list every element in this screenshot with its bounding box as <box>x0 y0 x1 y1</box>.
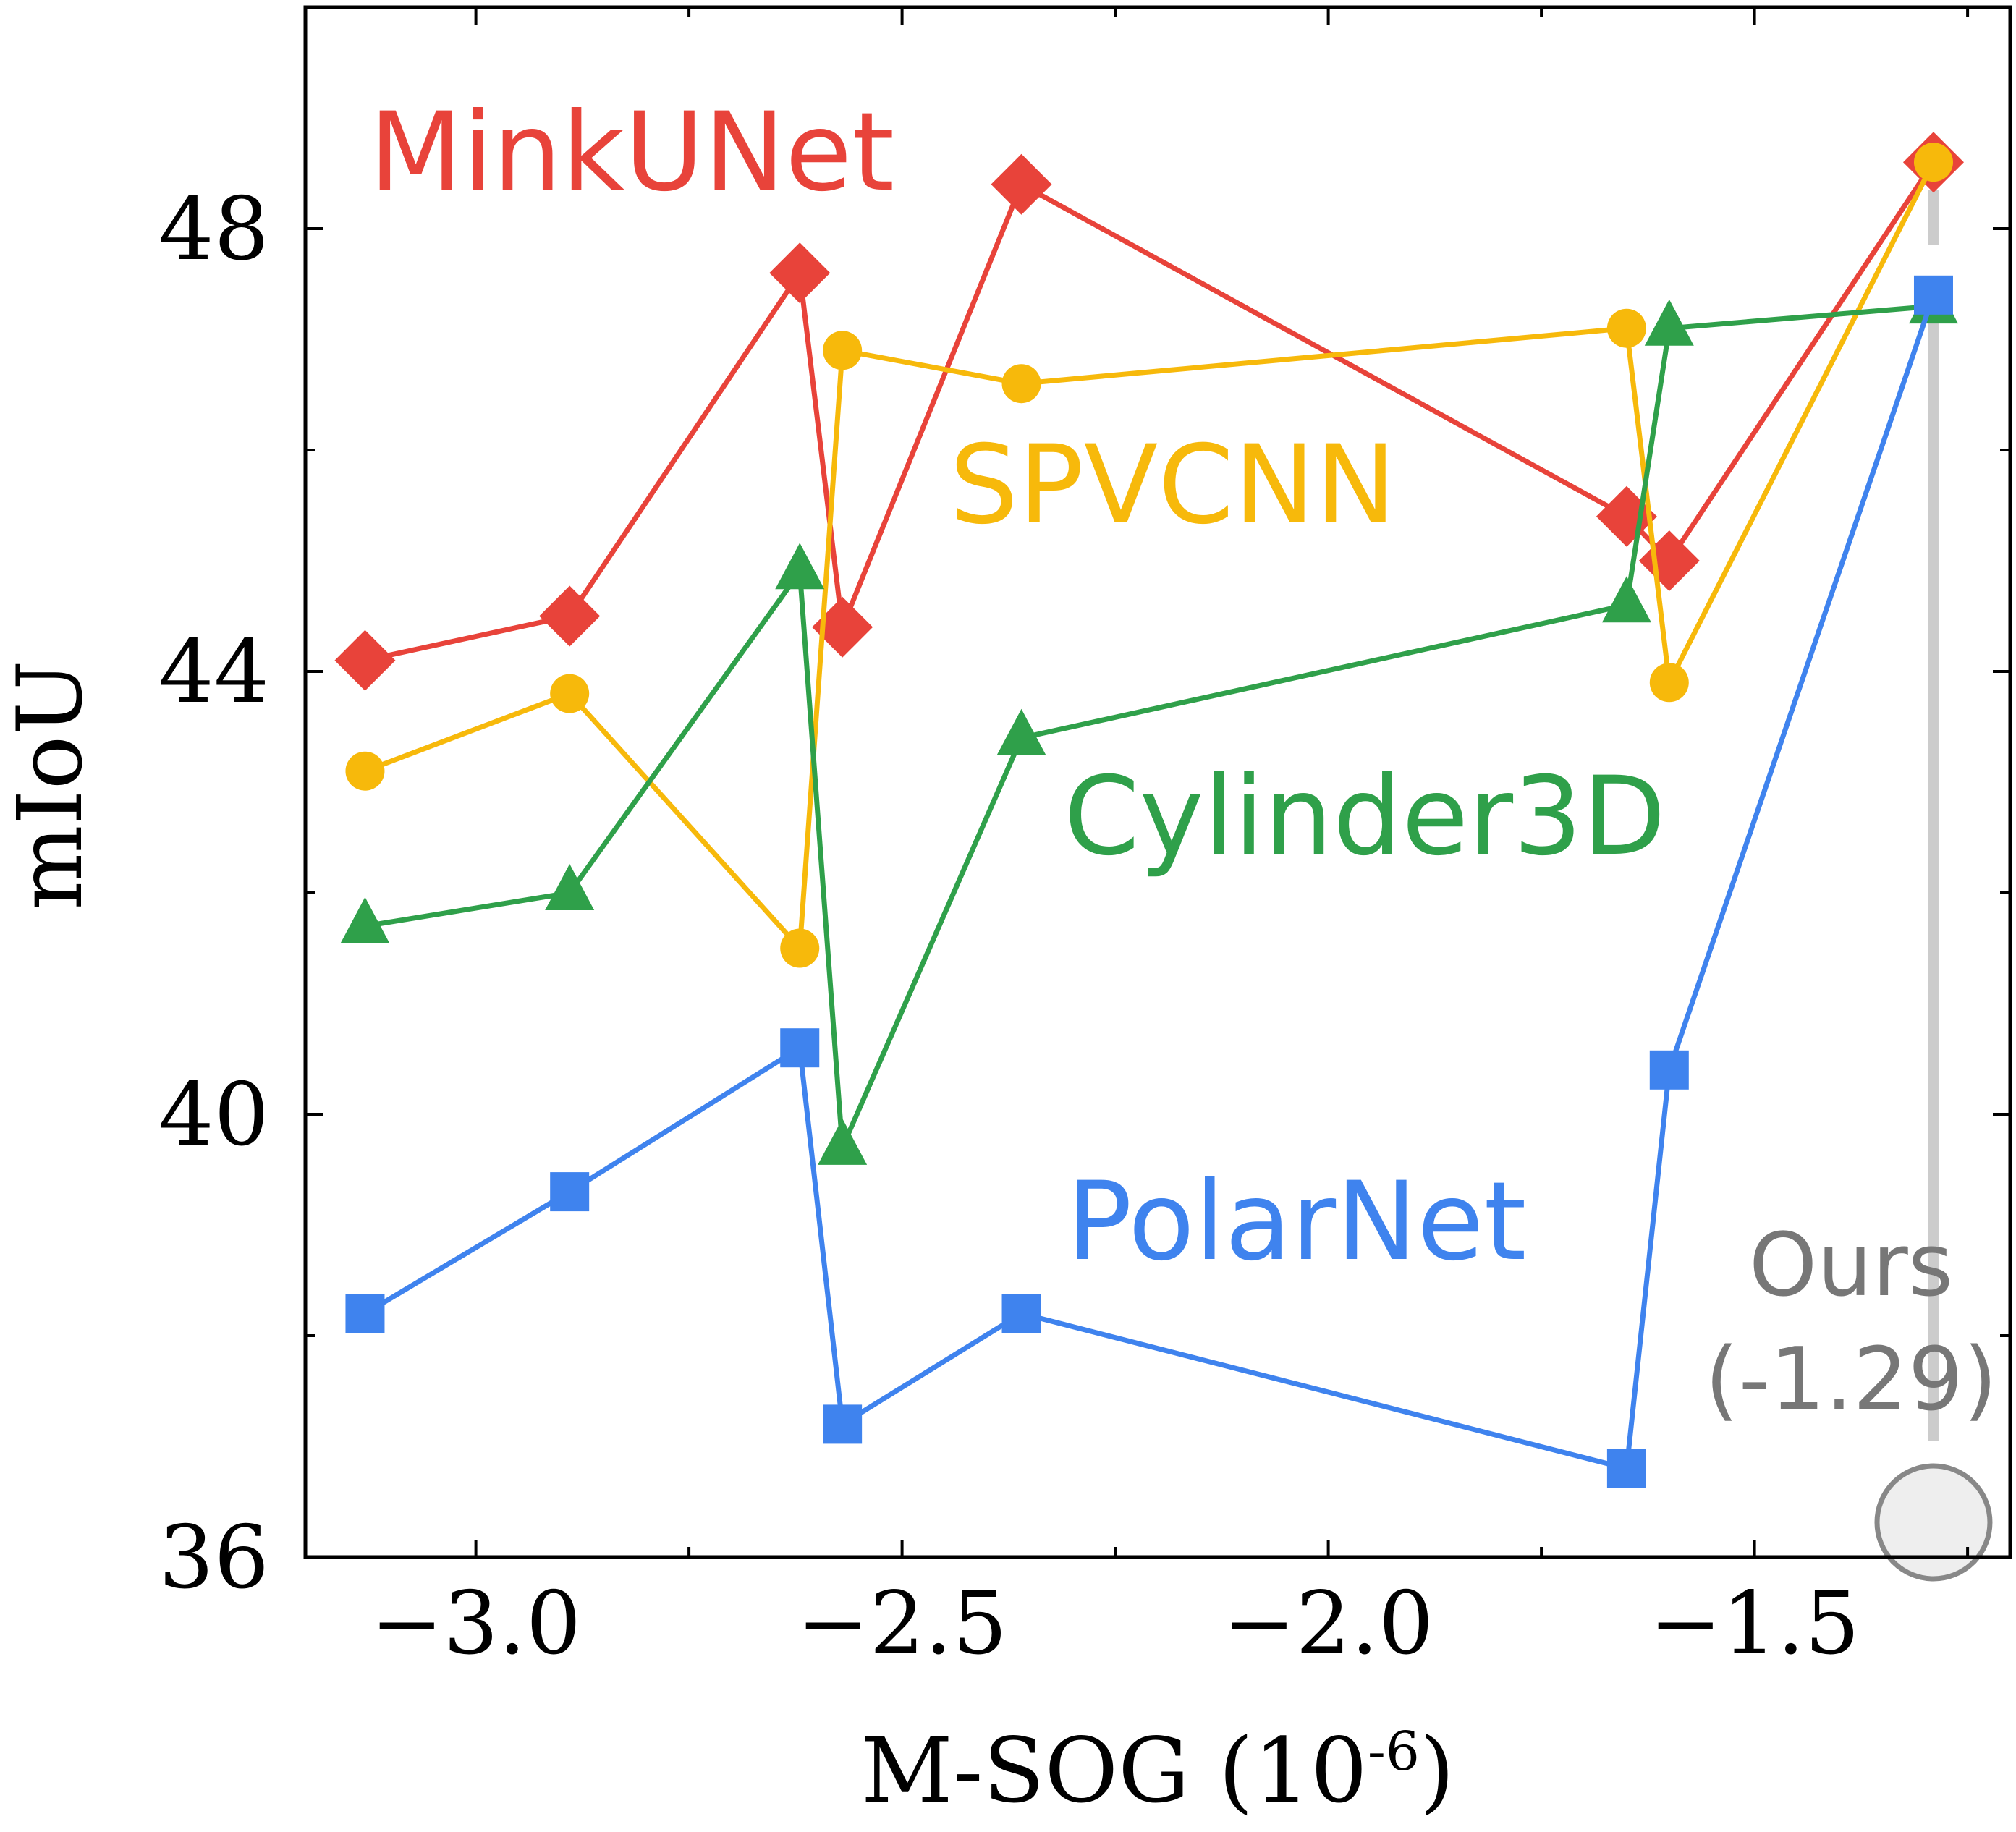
series-line-minkunet <box>364 161 1936 663</box>
series-label-cylinder3d: Cylinder3D <box>1064 754 1666 880</box>
data-point-spvcnn-3 <box>823 331 863 370</box>
y-tick-label-3: 48 <box>158 179 269 280</box>
data-point-cylinder3d-2 <box>775 543 825 590</box>
data-point-spvcnn-0 <box>345 751 385 791</box>
series-polarnet <box>345 275 1953 1488</box>
ours-label: Ours <box>1749 1216 1953 1316</box>
ours-marker <box>1874 1463 1993 1582</box>
data-point-spvcnn-6 <box>1649 663 1689 703</box>
x-axis-title-main: M-SOG (10 <box>861 1719 1368 1823</box>
labels-layer: −3.0 −2.5 −2.0 −1.5 36 40 44 48M-SOG (10-6) mIoU… <box>0 90 1860 1823</box>
x-tick-label-3: −1.5 <box>1649 1574 1860 1674</box>
data-point-polarnet-6 <box>1649 1050 1689 1090</box>
ours-reference-layer: Ours (-1.29) <box>1705 190 1997 1582</box>
data-point-minkunet-1 <box>539 585 601 647</box>
data-point-cylinder3d-0 <box>340 896 390 943</box>
data-point-cylinder3d-6 <box>1644 299 1694 346</box>
data-point-minkunet-0 <box>334 629 396 691</box>
series-line-cylinder3d <box>364 303 1934 1150</box>
data-point-minkunet-4 <box>991 153 1052 215</box>
data-point-spvcnn-5 <box>1606 308 1646 348</box>
series-spvcnn <box>345 143 1953 968</box>
data-point-spvcnn-2 <box>780 928 820 968</box>
series-label-minkunet: MinkUNet <box>369 90 894 216</box>
y-axis-title: mIoU <box>0 660 103 910</box>
data-point-polarnet-2 <box>780 1028 820 1068</box>
data-point-cylinder3d-1 <box>545 864 595 910</box>
series-layer <box>334 132 1964 1488</box>
data-point-polarnet-1 <box>550 1172 590 1212</box>
series-line-polarnet <box>363 294 1936 1472</box>
series-minkunet <box>334 132 1964 691</box>
y-tick-label-2: 44 <box>158 622 269 723</box>
y-tick-label-0: 36 <box>158 1508 269 1608</box>
ours-value-label: (-1.29) <box>1705 1330 1997 1430</box>
y-tick-label-1: 40 <box>158 1065 269 1166</box>
series-label-polarnet: PolarNet <box>1067 1159 1526 1285</box>
data-point-cylinder3d-5 <box>1601 576 1651 623</box>
plot-frame-layer <box>303 5 2012 1559</box>
x-axis-title-close: ) <box>1420 1719 1454 1823</box>
data-point-spvcnn-7 <box>1913 143 1953 182</box>
x-tick-label-0: −3.0 <box>370 1574 581 1674</box>
x-tick-label-2: −2.0 <box>1223 1574 1433 1674</box>
data-point-polarnet-0 <box>345 1294 385 1333</box>
data-point-polarnet-7 <box>1913 275 1953 315</box>
data-point-minkunet-2 <box>769 242 831 304</box>
data-point-polarnet-3 <box>823 1404 863 1444</box>
plot-frame <box>303 5 2012 1559</box>
series-line-spvcnn <box>364 161 1936 951</box>
x-axis-title: M-SOG (10-6) <box>861 1719 1455 1823</box>
data-point-polarnet-4 <box>1001 1294 1041 1333</box>
data-point-cylinder3d-3 <box>818 1118 868 1165</box>
data-point-minkunet-3 <box>812 596 873 658</box>
data-point-spvcnn-1 <box>550 674 590 713</box>
x-tick-label-1: −2.5 <box>797 1574 1007 1674</box>
series-label-spvcnn: SPVCNN <box>949 423 1396 548</box>
series-cylinder3d <box>340 277 1958 1165</box>
data-point-spvcnn-4 <box>1001 364 1041 404</box>
data-point-polarnet-5 <box>1606 1449 1646 1488</box>
x-axis-title-exponent: -6 <box>1368 1721 1420 1783</box>
data-point-cylinder3d-4 <box>996 708 1046 755</box>
